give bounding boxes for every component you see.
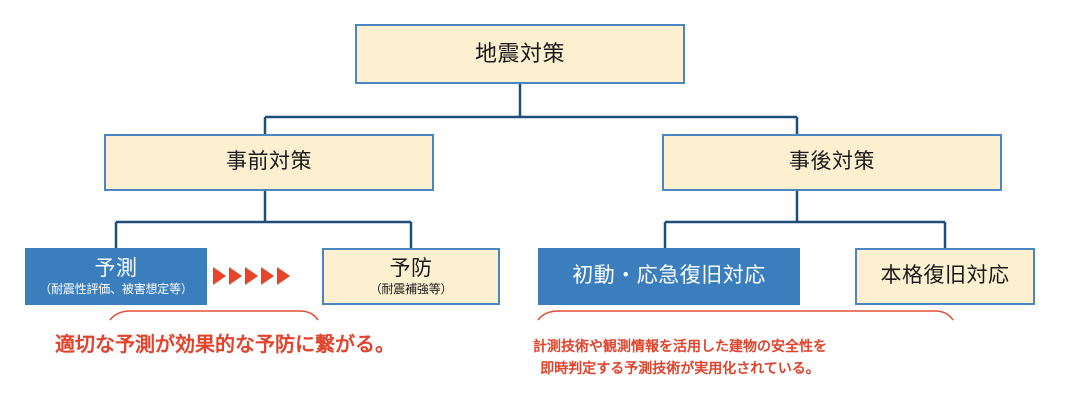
annotation-left: 適切な予測が効果的な予防に繋がる。: [40, 330, 410, 361]
arrow-triangle-icon: [245, 267, 258, 285]
node-full-scale-label: 本格復旧対応: [880, 264, 1010, 288]
node-initial-emergency-label: 初動・応急復旧対応: [572, 264, 766, 288]
node-post-disaster-label: 事後対策: [789, 150, 875, 174]
arrow-triangle-icon: [213, 267, 226, 285]
arrow-triangle-icon: [261, 267, 274, 285]
node-prevention-label: 予防: [389, 256, 433, 280]
node-root-label: 地震対策: [474, 41, 565, 67]
annotation-right-line1: 計測技術や観測情報を活用した建物の安全性を: [533, 338, 827, 354]
node-pre-disaster-measures[interactable]: 事前対策: [104, 134, 434, 191]
annotation-right-line2: 即時判定する予測技術が実用化されている。: [540, 359, 820, 376]
annotation-right: 計測技術や観測情報を活用した建物の安全性を 即時判定する予測技術が実用化されてい…: [480, 336, 880, 379]
arrow-triangle-icon: [277, 267, 290, 285]
node-full-scale-restoration[interactable]: 本格復旧対応: [855, 248, 1035, 305]
node-prediction[interactable]: 予測 （耐震性評価、被害想定等）: [25, 248, 207, 305]
annotation-left-text: 適切な予測が効果的な予防に繋がる。: [55, 334, 395, 356]
arrow-triangle-icon: [229, 267, 242, 285]
node-post-disaster-measures[interactable]: 事後対策: [662, 134, 1002, 191]
node-pre-disaster-label: 事前対策: [226, 150, 312, 174]
node-prevention[interactable]: 予防 （耐震補強等）: [322, 248, 500, 305]
node-prediction-label: 予測: [94, 256, 138, 280]
node-prediction-sublabel: （耐震性評価、被害想定等）: [39, 281, 193, 296]
node-initial-emergency-restoration[interactable]: 初動・応急復旧対応: [538, 248, 800, 305]
red-arrow-sequence: [213, 267, 290, 285]
node-prevention-sublabel: （耐震補強等）: [369, 281, 453, 296]
node-root-earthquake-countermeasures[interactable]: 地震対策: [355, 24, 685, 84]
